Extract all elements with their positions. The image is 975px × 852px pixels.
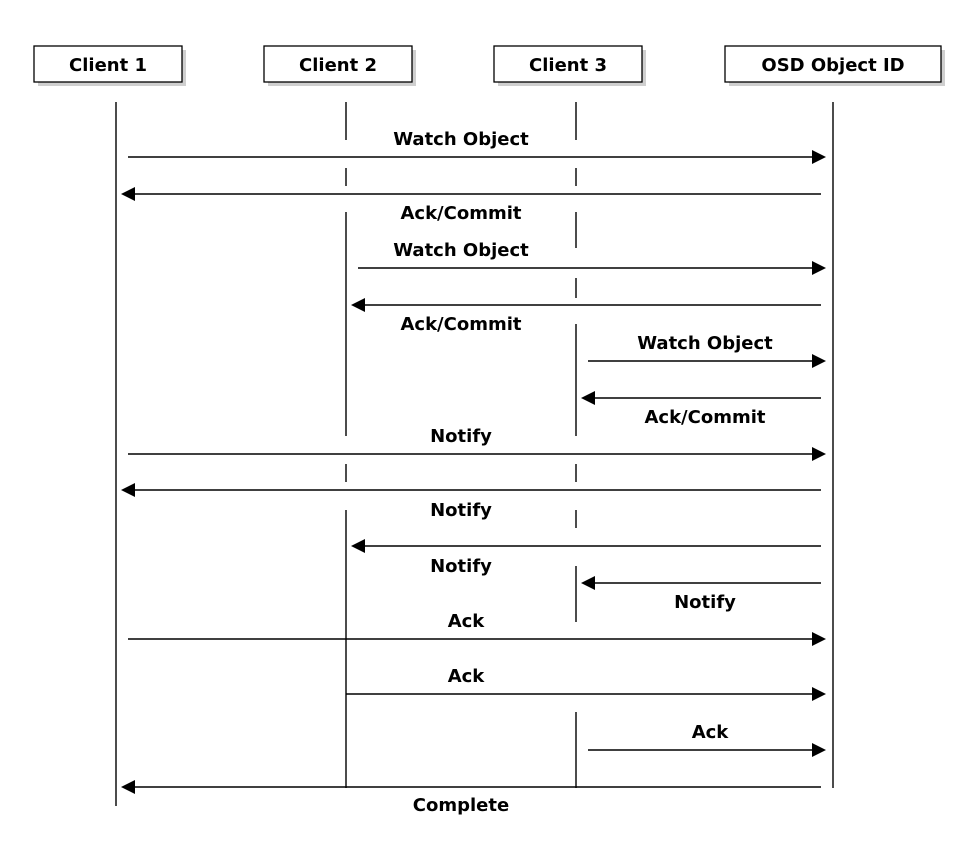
message-14: Complete: [121, 780, 821, 816]
arrowhead: [121, 780, 135, 794]
message-12: Ack: [346, 666, 826, 701]
message-label: Ack/Commit: [400, 314, 521, 335]
message-1: Watch Object: [128, 129, 826, 164]
message-label: Ack: [692, 722, 730, 743]
message-label: Watch Object: [637, 333, 773, 354]
arrowhead: [812, 687, 826, 701]
message-label: Notify: [430, 426, 492, 447]
message-13: Ack: [588, 722, 826, 757]
message-label: Notify: [430, 500, 492, 521]
participant-label-client-2: Client 2: [299, 55, 377, 76]
message-4: Ack/Commit: [351, 298, 821, 335]
message-label: Ack: [448, 666, 486, 687]
arrowhead: [121, 483, 135, 497]
arrowhead: [812, 632, 826, 646]
message-11: Ack: [128, 611, 826, 646]
arrowhead: [812, 354, 826, 368]
message-label: Ack/Commit: [400, 203, 521, 224]
message-7: Notify: [128, 426, 826, 461]
message-5: Watch Object: [588, 333, 826, 368]
message-label: Ack/Commit: [644, 407, 765, 428]
message-2: Ack/Commit: [121, 187, 821, 224]
message-label: Notify: [430, 556, 492, 577]
arrowhead: [812, 743, 826, 757]
message-label: Ack: [448, 611, 486, 632]
participant-client-2: Client 2: [263, 45, 416, 86]
participant-label-client-3: Client 3: [529, 55, 607, 76]
participant-client-3: Client 3: [493, 45, 646, 86]
arrowhead: [581, 391, 595, 405]
participant-label-osd-object-id: OSD Object ID: [761, 55, 904, 76]
message-label: Complete: [413, 795, 509, 816]
message-10: Notify: [581, 576, 821, 613]
arrowhead: [812, 150, 826, 164]
arrowhead: [812, 261, 826, 275]
arrowhead: [351, 298, 365, 312]
participant-label-client-1: Client 1: [69, 55, 147, 76]
arrowhead: [121, 187, 135, 201]
message-label: Notify: [674, 592, 736, 613]
arrowhead: [581, 576, 595, 590]
message-label: Watch Object: [393, 129, 529, 150]
message-3: Watch Object: [358, 240, 826, 275]
arrowhead: [812, 447, 826, 461]
arrowhead: [351, 539, 365, 553]
message-8: Notify: [121, 483, 821, 521]
participant-client-1: Client 1: [33, 45, 186, 86]
message-6: Ack/Commit: [581, 391, 821, 428]
participant-osd-object-id: OSD Object ID: [724, 45, 945, 86]
message-9: Notify: [351, 539, 821, 577]
message-label: Watch Object: [393, 240, 529, 261]
